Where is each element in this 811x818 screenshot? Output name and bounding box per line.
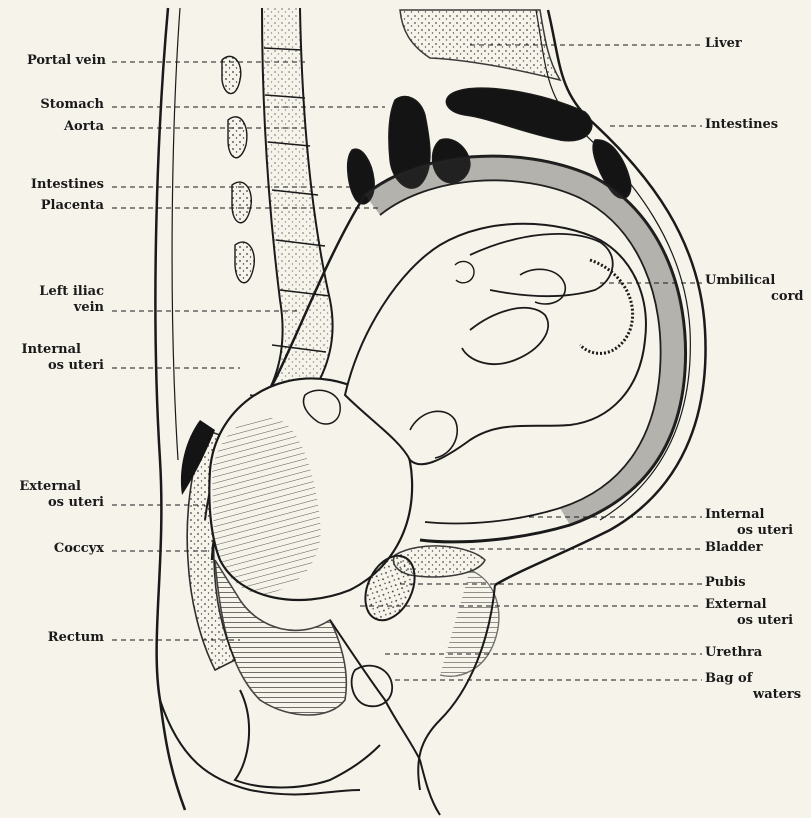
label-intestines-right: Intestines bbox=[704, 118, 779, 132]
label-intestines-left: Intestines bbox=[30, 178, 105, 192]
label-urethra: Urethra bbox=[704, 646, 763, 660]
label-pubis: Pubis bbox=[704, 576, 747, 590]
label-coccyx: Coccyx bbox=[53, 542, 105, 556]
label-portal-vein: Portal vein bbox=[26, 54, 107, 68]
label-external-os-uteri-right-2: os uteri bbox=[736, 614, 794, 628]
label-bag-of-waters-1: Bag of bbox=[704, 672, 753, 686]
fetal-body bbox=[345, 224, 646, 465]
label-left-iliac-vein-2: vein bbox=[73, 301, 105, 315]
label-liver: Liver bbox=[704, 37, 743, 51]
label-aorta: Aorta bbox=[63, 120, 105, 134]
label-external-os-uteri-left-1: External bbox=[18, 480, 82, 494]
label-internal-os-uteri-left-2: os uteri bbox=[47, 359, 105, 373]
label-bag-of-waters-2: waters bbox=[752, 688, 802, 702]
label-internal-os-uteri-right-1: Internal bbox=[704, 508, 765, 522]
label-rectum: Rectum bbox=[47, 631, 105, 645]
label-external-os-uteri-left-2: os uteri bbox=[47, 496, 105, 510]
label-umbilical-cord-2: cord bbox=[770, 290, 805, 304]
label-internal-os-uteri-left-1: Internal bbox=[21, 343, 82, 357]
label-left-iliac-vein-1: Left iliac bbox=[38, 285, 105, 299]
label-placenta: Placenta bbox=[40, 199, 105, 213]
lower-leg-outline bbox=[420, 760, 440, 815]
label-internal-os-uteri-right-2: os uteri bbox=[736, 524, 794, 538]
label-bladder: Bladder bbox=[704, 541, 764, 555]
label-external-os-uteri-right-1: External bbox=[704, 598, 768, 612]
back-outline-inner bbox=[172, 8, 180, 460]
label-umbilical-cord-1: Umbilical bbox=[704, 274, 776, 288]
label-stomach: Stomach bbox=[39, 98, 105, 112]
